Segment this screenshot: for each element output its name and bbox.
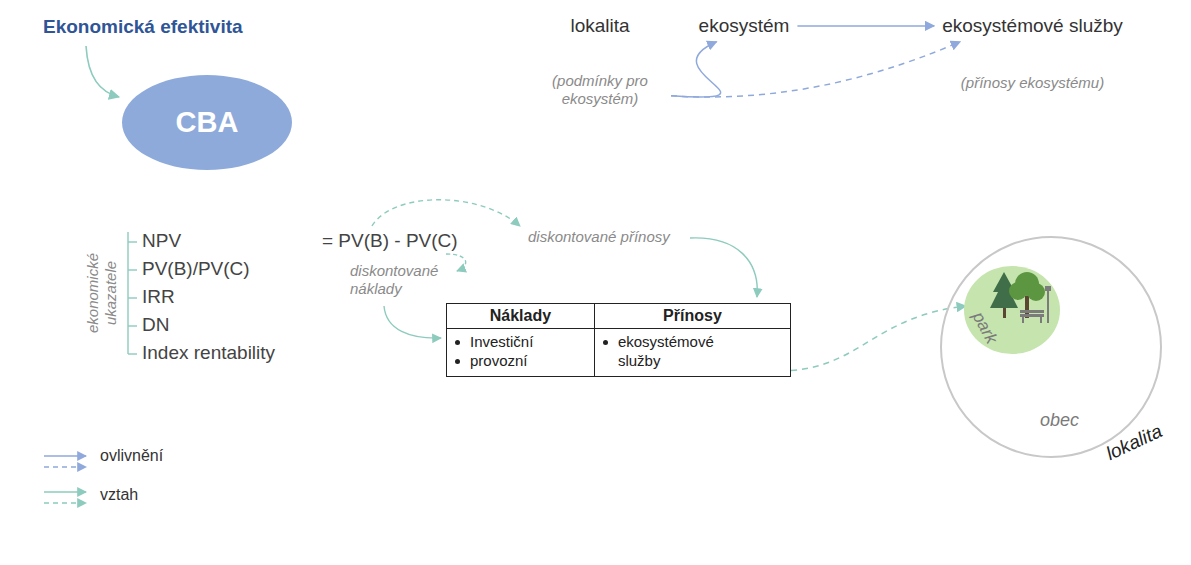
diagram-title: Ekonomická efektivita <box>43 16 243 38</box>
connector <box>671 42 960 97</box>
table-grid: Náklady PřínosyInvestičníprovozní ekosysté… <box>446 303 791 377</box>
method-ellipse: CBA <box>122 75 292 170</box>
formula: = PV(B) - PV(C) <box>322 230 458 252</box>
region-heading: lokalita <box>1103 420 1166 465</box>
park-shape <box>964 266 1060 354</box>
table-item: Investiční <box>470 333 533 352</box>
concept-label: lokalita <box>570 14 629 38</box>
bullet <box>455 340 460 345</box>
concept-node: ekosystém <box>684 14 804 38</box>
leader-arrow <box>690 238 757 297</box>
annotation: diskontované přínosy <box>528 228 670 246</box>
leader-arrow <box>446 254 466 271</box>
municipality-circle: obeclokalita park <box>940 236 1162 458</box>
table-item: provozní <box>470 352 528 371</box>
table-header: Náklady <box>490 307 551 324</box>
bracket <box>128 232 137 354</box>
legend-text: vztah <box>100 486 138 504</box>
concept-node: ekosystémové služby (přínosy ekosystému) <box>890 14 1175 92</box>
indicator: NPV <box>142 230 181 252</box>
connector <box>797 25 934 27</box>
bullet <box>603 340 608 345</box>
indicator: DN <box>142 314 169 336</box>
bullet <box>455 359 460 364</box>
concept-label: ekosystémové služby <box>942 14 1123 38</box>
leader-arrow <box>384 306 441 338</box>
leader-arrow <box>372 200 520 226</box>
table-header: Přínosy <box>663 307 722 324</box>
concept-node: lokalita (podmínky pro ekosystém) <box>520 14 680 108</box>
indicator: IRR <box>142 286 175 308</box>
legend-sample <box>44 455 86 456</box>
region-label: obec <box>1040 410 1079 431</box>
legend-sample <box>44 502 86 503</box>
cost-benefit-table: Náklady PřínosyInvestičníprovozní ekosysté… <box>446 303 791 377</box>
park-illustration <box>964 266 1060 354</box>
indicator: PV(B)/PV(C) <box>142 258 250 280</box>
concept-note: (přínosy ekosystému) <box>933 74 1133 92</box>
title-arrow <box>86 46 119 97</box>
method-label: CBA <box>176 106 239 139</box>
legend-sample <box>44 491 86 492</box>
table-item: ekosystémové služby <box>618 333 728 371</box>
annotation: diskontované náklady <box>350 262 448 298</box>
legend-text: ovlivnění <box>100 447 163 465</box>
park-area: park <box>964 266 1060 354</box>
group-label: ekonomické ukazatele <box>84 243 120 343</box>
concept-note: (podmínky pro ekosystém) <box>535 72 665 108</box>
concept-label: ekosystém <box>699 14 790 38</box>
legend-sample <box>44 466 86 467</box>
connector <box>671 42 721 97</box>
indicator: Index rentability <box>142 342 275 364</box>
